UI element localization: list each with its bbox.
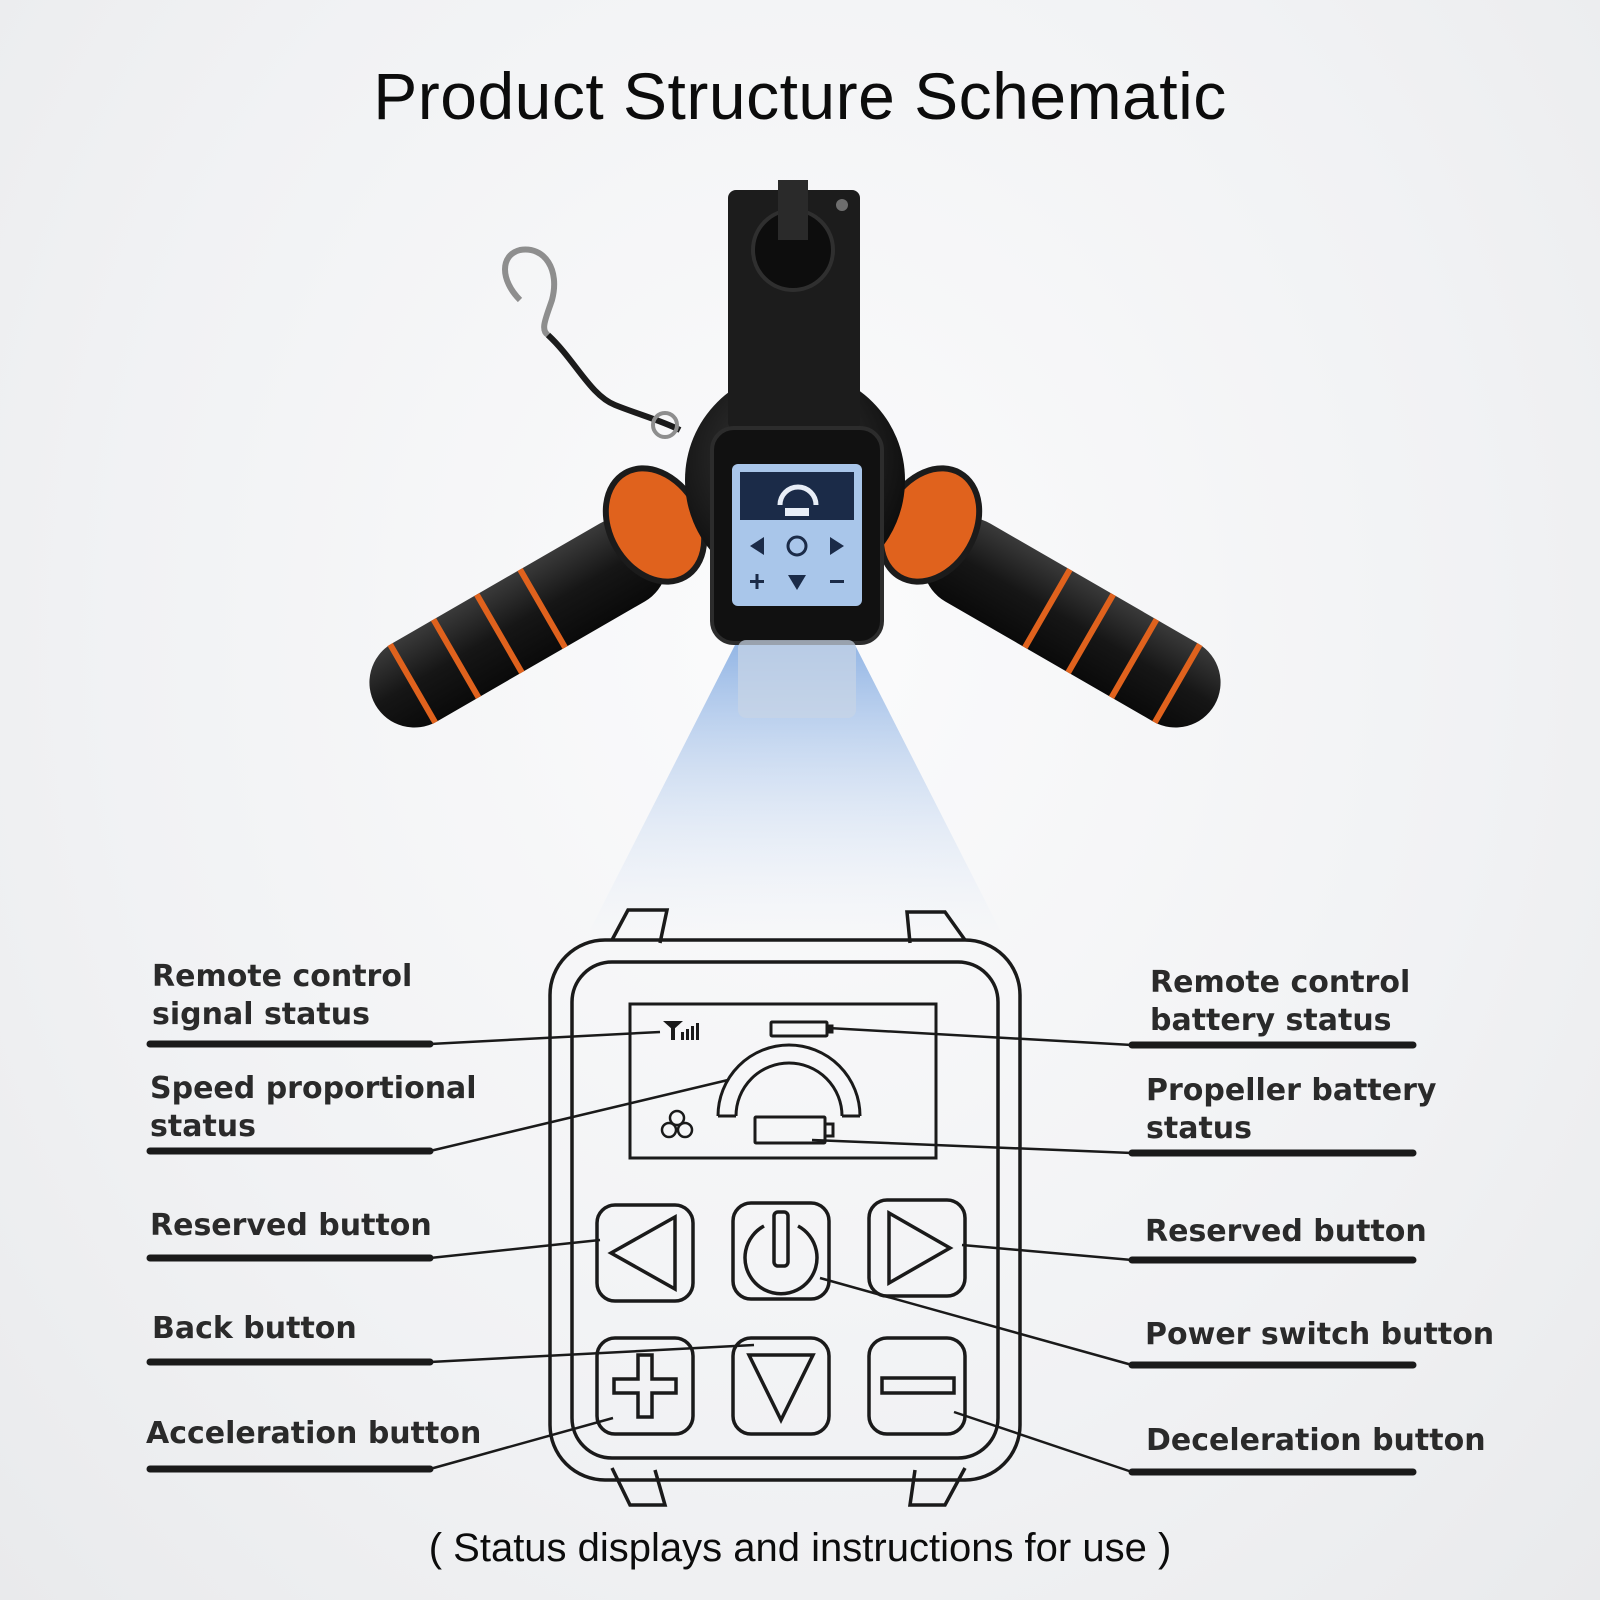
down-button-frame xyxy=(731,1336,831,1436)
label-back-button: Back button xyxy=(152,1310,357,1348)
plus-icon xyxy=(612,1353,678,1419)
right-button-frame xyxy=(867,1198,967,1298)
label-acceleration-button: Acceleration button xyxy=(146,1415,481,1453)
label-deceleration-button: Deceleration button xyxy=(1146,1422,1486,1460)
down-arrow-icon xyxy=(746,1353,816,1424)
camera-mount xyxy=(728,180,860,430)
left-button-frame xyxy=(595,1203,695,1303)
label-line: status xyxy=(150,1109,256,1144)
label-line: Remote control xyxy=(152,959,413,994)
device-remote-photo xyxy=(710,426,884,718)
leader-deceleration xyxy=(953,1410,1133,1474)
leader-speed xyxy=(429,1078,729,1153)
leader-back xyxy=(429,1343,755,1364)
leader-propeller-battery xyxy=(811,1138,1133,1155)
light-beam xyxy=(590,645,1000,930)
label-line: Deceleration button xyxy=(1146,1423,1486,1458)
leader-signal xyxy=(429,1030,661,1046)
leader-power xyxy=(819,1276,1133,1367)
power-icon xyxy=(743,1210,819,1296)
page-title: Product Structure Schematic xyxy=(373,59,1227,133)
label-line: signal status xyxy=(152,997,370,1032)
propeller-battery-icon xyxy=(753,1115,835,1145)
label-propeller-battery-status: Propeller battery status xyxy=(1146,1072,1436,1148)
label-reserved-button-right: Reserved button xyxy=(1145,1213,1427,1251)
label-line: Reserved button xyxy=(1145,1214,1427,1249)
minus-button-frame xyxy=(867,1336,967,1436)
label-line: Remote control xyxy=(1150,965,1411,1000)
label-line: battery status xyxy=(1150,1003,1392,1038)
label-power-switch-button: Power switch button xyxy=(1145,1316,1494,1354)
caption: ( Status displays and instructions for u… xyxy=(428,1526,1172,1570)
label-line: status xyxy=(1146,1111,1252,1146)
right-handle-grip xyxy=(922,517,1221,728)
speed-gauge-icon xyxy=(716,1043,862,1118)
label-reserved-button-left: Reserved button xyxy=(150,1207,432,1245)
remote-schematic xyxy=(548,908,1022,1507)
label-line: Reserved button xyxy=(150,1208,432,1243)
carabiner-clip xyxy=(502,246,682,439)
right-arrow-icon xyxy=(887,1209,954,1287)
leader-reserved-right xyxy=(961,1243,1133,1262)
propeller-icon xyxy=(660,1109,694,1139)
leader-acceleration xyxy=(429,1416,614,1471)
left-handle-grip xyxy=(369,517,668,728)
plus-button-frame xyxy=(595,1336,695,1436)
label-remote-signal-status: Remote control signal status xyxy=(152,958,412,1034)
label-line: Speed proportional xyxy=(150,1071,477,1106)
signal-icon xyxy=(663,1021,699,1040)
label-line: Back button xyxy=(152,1311,357,1346)
label-line: Power switch button xyxy=(1145,1317,1495,1352)
power-button-frame xyxy=(731,1201,831,1301)
leader-reserved-left xyxy=(429,1238,601,1260)
label-speed-proportional-status: Speed proportional status xyxy=(150,1070,477,1146)
leader-remote-battery xyxy=(827,1026,1133,1047)
label-remote-battery-status: Remote control battery status xyxy=(1150,964,1410,1040)
minus-icon xyxy=(880,1376,956,1395)
label-line: Acceleration button xyxy=(146,1416,482,1451)
left-arrow-icon xyxy=(607,1214,677,1292)
remote-battery-icon xyxy=(769,1020,834,1038)
label-line: Propeller battery xyxy=(1146,1073,1437,1108)
